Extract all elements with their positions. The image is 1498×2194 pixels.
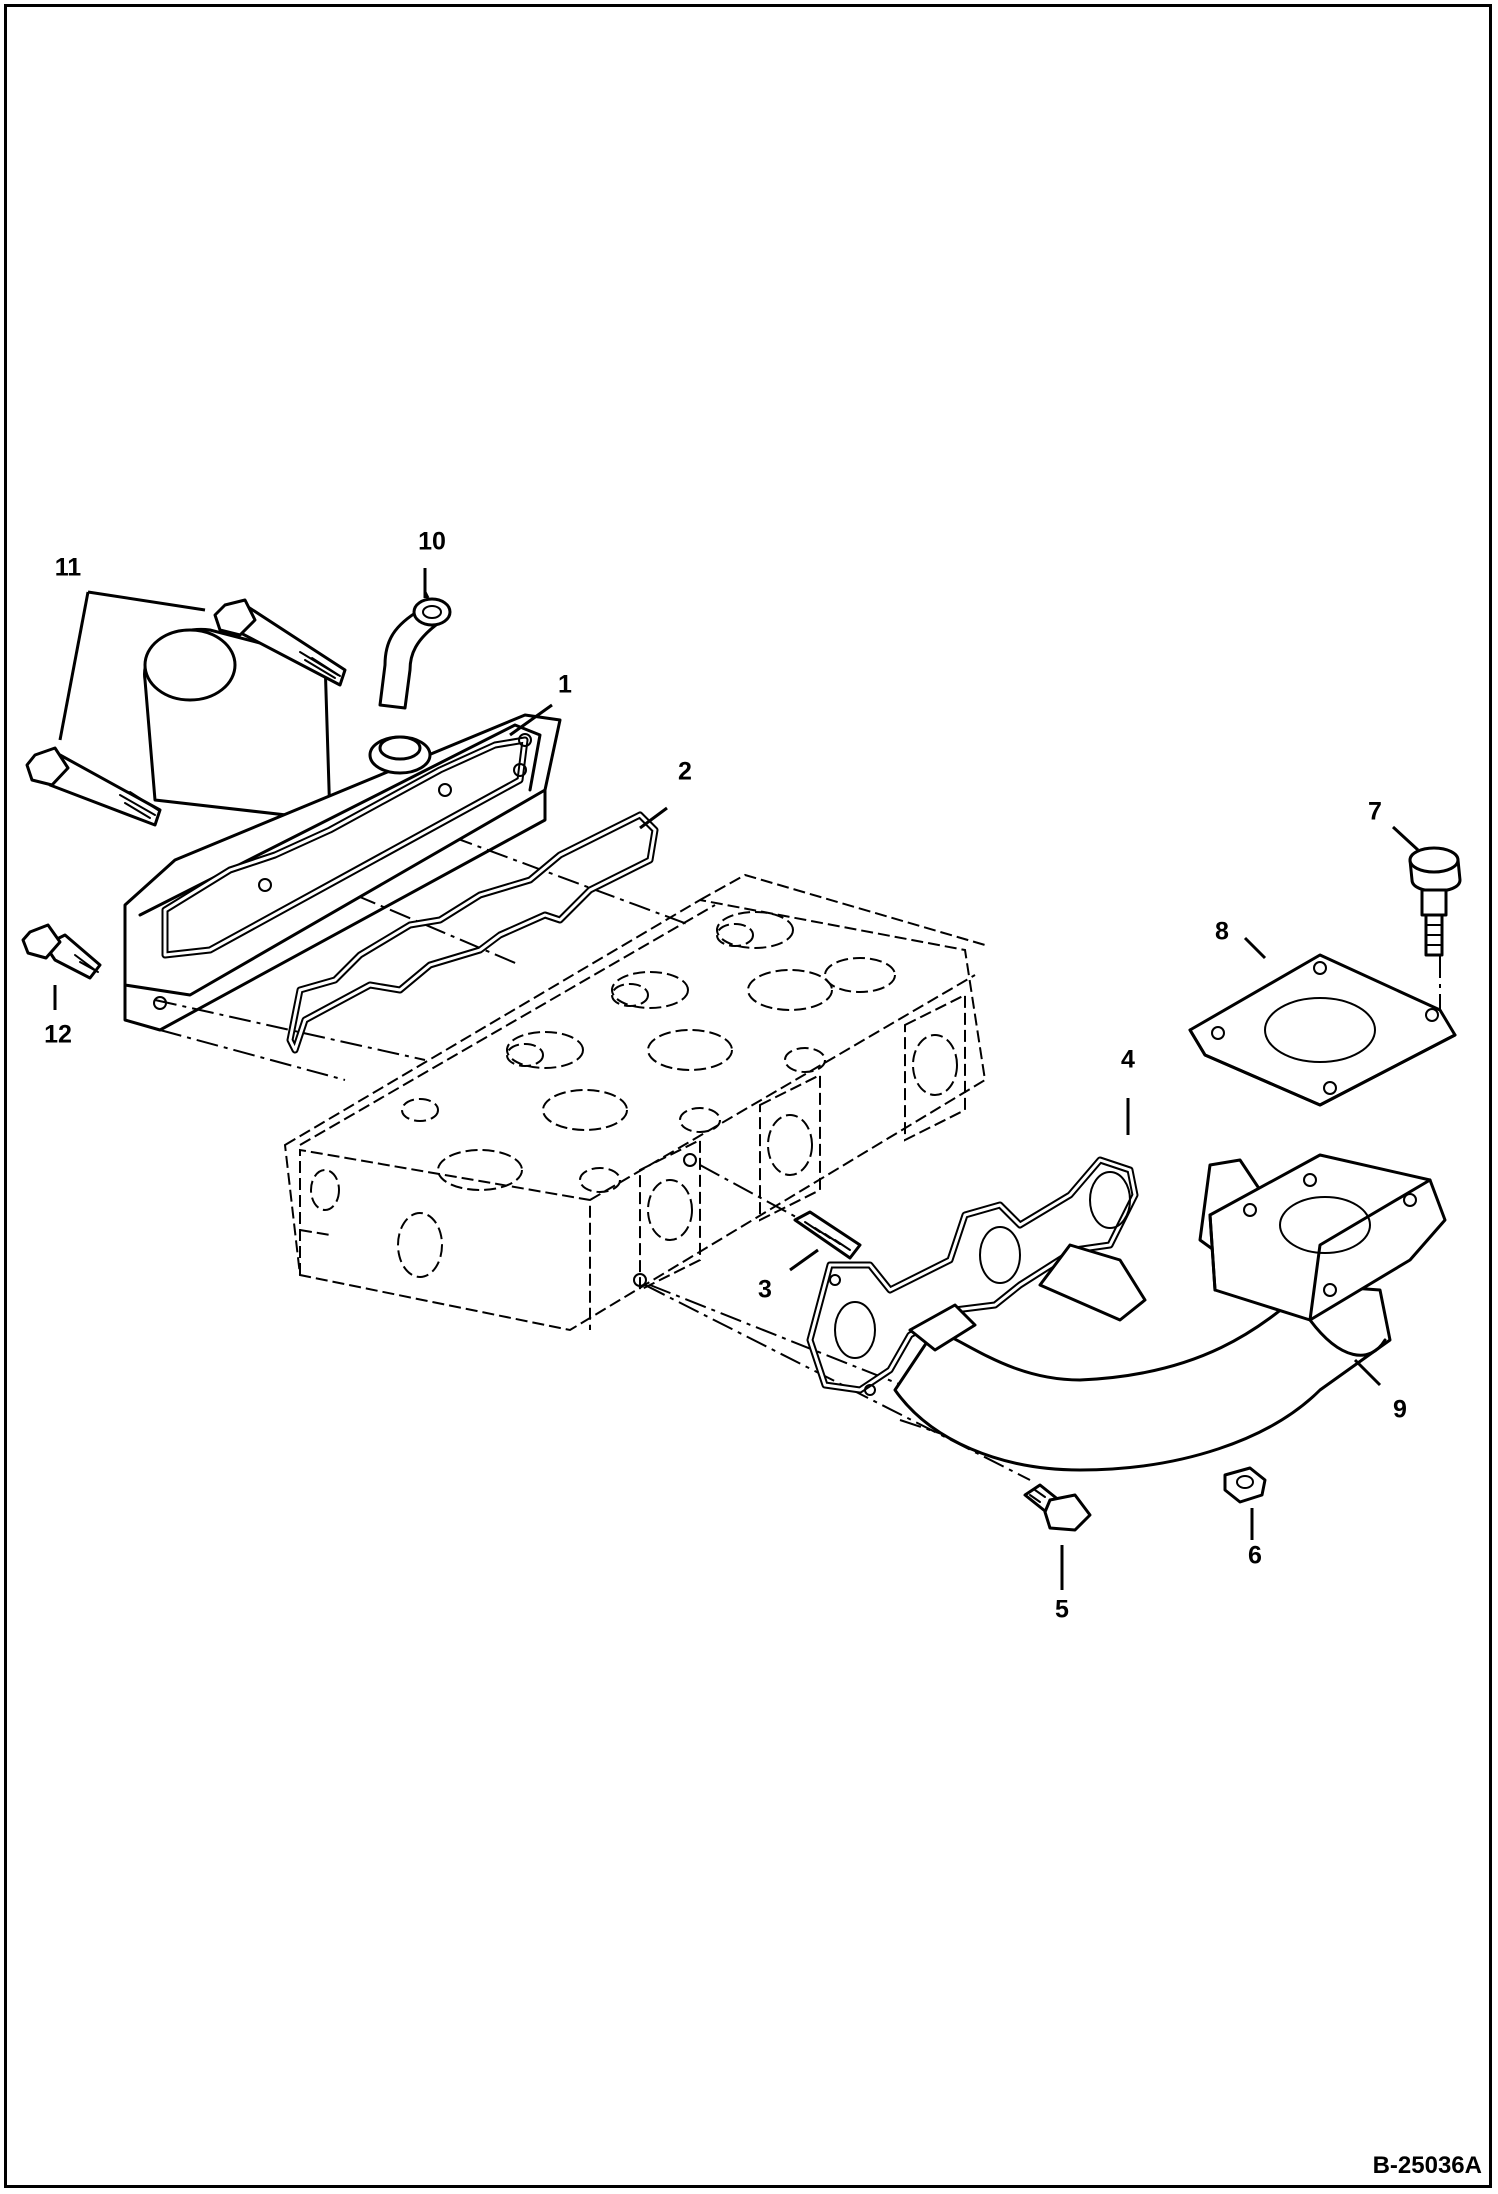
figure-id: B-25036A <box>1372 2152 1482 2179</box>
callout-3: 3 <box>758 1275 772 1304</box>
callout-12: 12 <box>44 1020 72 1049</box>
bolt-11-lower <box>25 746 162 827</box>
callout-7: 7 <box>1368 797 1382 826</box>
flange-bolt <box>1023 1483 1092 1532</box>
callout-11: 11 <box>54 553 82 582</box>
drawing-frame <box>4 4 1492 2188</box>
bolt-11-upper <box>213 598 347 687</box>
bolt-12 <box>21 923 102 980</box>
exhaust-manifold <box>893 1153 1447 1472</box>
callout-6: 6 <box>1248 1541 1262 1570</box>
callout-9: 9 <box>1393 1395 1407 1424</box>
callout-1: 1 <box>558 670 572 699</box>
callout-2: 2 <box>678 757 692 786</box>
intake-manifold <box>123 627 562 1032</box>
cylinder-head-phantom <box>283 873 987 1332</box>
stud <box>793 1210 862 1260</box>
exhaust-gasket <box>806 1156 1139 1396</box>
callout-8: 8 <box>1215 917 1229 946</box>
hex-nut <box>1223 1466 1267 1504</box>
intake-gasket <box>286 811 659 1054</box>
callout-5: 5 <box>1055 1595 1069 1624</box>
breather-elbow <box>378 597 452 710</box>
callout-4: 4 <box>1121 1045 1135 1074</box>
callout-10: 10 <box>418 527 446 556</box>
leader-lines <box>53 568 1420 1590</box>
flange-gasket <box>1188 953 1457 1107</box>
plug-bolt <box>1408 846 1462 957</box>
